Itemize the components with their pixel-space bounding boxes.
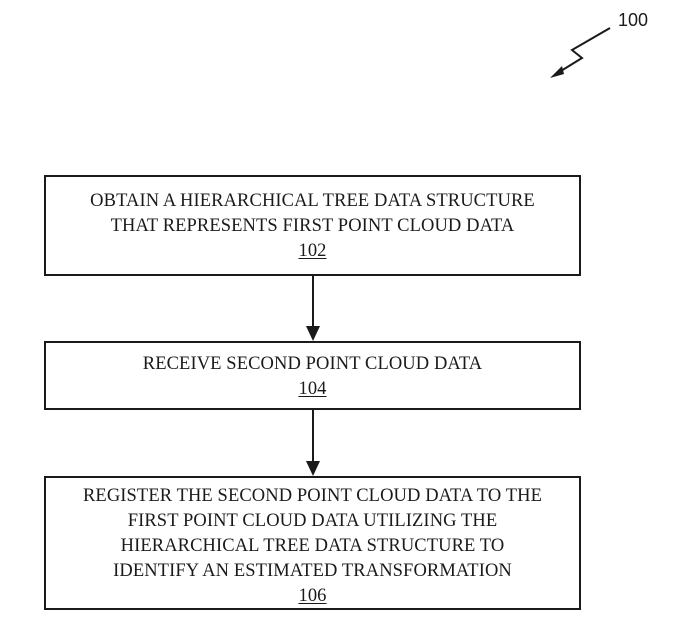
- step-box-106: REGISTER THE SECOND POINT CLOUD DATA TO …: [44, 476, 581, 610]
- step-106-line-3: HIERARCHICAL TREE DATA STRUCTURE TO: [120, 536, 505, 556]
- flow-arrow-102-to-104: [306, 276, 320, 341]
- step-106-line-2: FIRST POINT CLOUD DATA UTILIZING THE: [127, 511, 498, 531]
- step-104-reference: 104: [298, 379, 327, 399]
- step-106-reference: 106: [298, 586, 327, 606]
- step-106-line-1: REGISTER THE SECOND POINT CLOUD DATA TO …: [82, 486, 542, 506]
- figure-reference-numeral: 100: [618, 10, 649, 30]
- step-box-104: RECEIVE SECOND POINT CLOUD DATA 104: [44, 341, 581, 410]
- flow-arrow-104-to-106: [306, 410, 320, 476]
- step-box-102: OBTAIN A HIERARCHICAL TREE DATA STRUCTUR…: [44, 175, 581, 276]
- step-102-reference: 102: [298, 241, 327, 261]
- step-104-line-1: RECEIVE SECOND POINT CLOUD DATA: [142, 354, 483, 374]
- step-102-line-2: THAT REPRESENTS FIRST POINT CLOUD DATA: [110, 216, 515, 236]
- reference-pointer-arrow-icon: [550, 27, 611, 78]
- step-106-line-4: IDENTIFY AN ESTIMATED TRANSFORMATION: [113, 561, 512, 581]
- step-102-line-1: OBTAIN A HIERARCHICAL TREE DATA STRUCTUR…: [90, 191, 535, 211]
